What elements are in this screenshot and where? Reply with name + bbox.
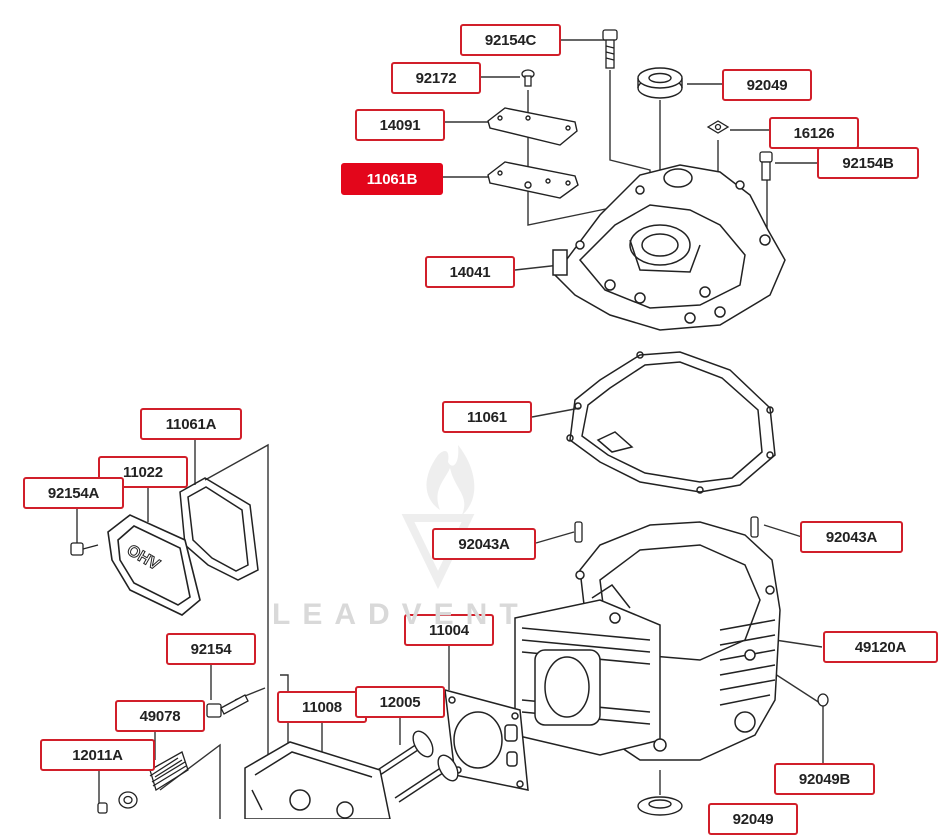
nut-12011A bbox=[97, 791, 138, 814]
gasket-11061 bbox=[566, 351, 776, 494]
dowel-pin-left bbox=[574, 521, 583, 543]
callout-92043A-left[interactable]: 92043A bbox=[432, 528, 536, 560]
callout-11061[interactable]: 11061 bbox=[442, 401, 532, 433]
callout-92172[interactable]: 92172 bbox=[391, 62, 481, 94]
valves-12005 bbox=[369, 730, 459, 803]
crankcase-cover-14041 bbox=[552, 164, 786, 331]
bolt-92154 bbox=[206, 694, 249, 718]
cylinder-head-11008 bbox=[244, 741, 391, 819]
head-gasket-11004 bbox=[444, 688, 529, 791]
callout-92154[interactable]: 92154 bbox=[166, 633, 256, 665]
screw-92172 bbox=[521, 69, 535, 87]
seal-92049-bottom bbox=[637, 796, 683, 816]
bolt-92154A bbox=[70, 542, 99, 556]
callout-16126[interactable]: 16126 bbox=[769, 117, 859, 149]
valve-cover-gasket-11061A bbox=[179, 477, 259, 581]
callout-11008[interactable]: 11008 bbox=[277, 691, 367, 723]
plate-14091 bbox=[487, 107, 578, 146]
callout-11004[interactable]: 11004 bbox=[404, 614, 494, 646]
callout-92049-bottom[interactable]: 92049 bbox=[708, 803, 798, 835]
callout-12011A[interactable]: 12011A bbox=[40, 739, 155, 771]
clip-16126 bbox=[706, 120, 730, 134]
valve-cover-11022: OHV bbox=[107, 514, 201, 616]
callout-14041[interactable]: 14041 bbox=[425, 256, 515, 288]
callout-92154B[interactable]: 92154B bbox=[817, 147, 919, 179]
watermark-text: LEADVENT bbox=[272, 598, 530, 631]
gasket-11061B bbox=[487, 161, 579, 199]
callout-92049-top[interactable]: 92049 bbox=[722, 69, 812, 101]
callout-92049B[interactable]: 92049B bbox=[774, 763, 875, 795]
callout-49078[interactable]: 49078 bbox=[115, 700, 205, 732]
callout-92043A-right[interactable]: 92043A bbox=[800, 521, 903, 553]
callout-92154A[interactable]: 92154A bbox=[23, 477, 124, 509]
callout-92154C[interactable]: 92154C bbox=[460, 24, 561, 56]
callout-11061B[interactable]: 11061B bbox=[341, 163, 443, 195]
dowel-pin-right bbox=[750, 516, 759, 538]
crankcase-block-49120A bbox=[514, 521, 781, 761]
callout-11061A[interactable]: 11061A bbox=[140, 408, 242, 440]
callout-49120A[interactable]: 49120A bbox=[823, 631, 938, 663]
callout-14091[interactable]: 14091 bbox=[355, 109, 445, 141]
bolt-92154B bbox=[759, 151, 773, 181]
callout-12005[interactable]: 12005 bbox=[355, 686, 445, 718]
seal-92049-top bbox=[637, 67, 683, 99]
bolt-92154C bbox=[602, 29, 618, 69]
spring-49078 bbox=[149, 751, 189, 792]
plug-92049B bbox=[817, 693, 829, 707]
